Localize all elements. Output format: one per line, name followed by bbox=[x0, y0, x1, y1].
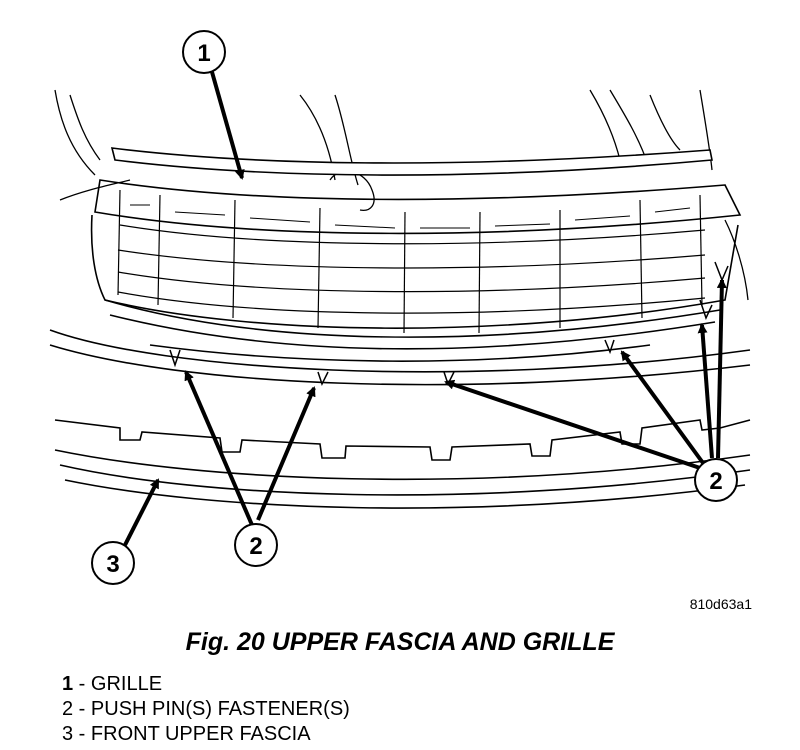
svg-text:2: 2 bbox=[249, 533, 262, 560]
svg-text:3: 3 bbox=[106, 551, 119, 578]
leader-3 bbox=[123, 478, 160, 546]
legend-number: 3 bbox=[62, 723, 74, 745]
figure-id: 810d63a1 bbox=[689, 596, 752, 612]
leader-1 bbox=[210, 71, 245, 180]
callout-2-right: 2 bbox=[694, 458, 738, 502]
leader-2-left-a bbox=[184, 370, 254, 526]
grille bbox=[90, 147, 742, 362]
svg-text:1: 1 bbox=[197, 40, 210, 67]
figure-caption: Fig. 20 UPPER FASCIA AND GRILLE bbox=[185, 628, 615, 656]
leader-2-right-a bbox=[444, 379, 701, 470]
legend-label: PUSH PIN(S) FASTENER(S) bbox=[90, 698, 350, 720]
legend-number: 1 bbox=[62, 673, 74, 695]
leader-arrows bbox=[123, 71, 727, 546]
grille-diagram: 1 2 2 3 bbox=[49, 30, 751, 585]
callout-3: 3 bbox=[91, 541, 135, 585]
legend-separator: - bbox=[73, 698, 91, 720]
legend-item-push-pin: 2 - PUSH PIN(S) FASTENER(S) bbox=[62, 697, 350, 722]
front-upper-fascia bbox=[49, 329, 751, 509]
legend-label: GRILLE bbox=[90, 673, 163, 695]
leader-2-left-b bbox=[256, 386, 316, 521]
callout-2-bottom: 2 bbox=[234, 523, 278, 567]
svg-text:2: 2 bbox=[709, 468, 722, 495]
leader-2-right-b bbox=[620, 350, 705, 465]
legend-separator: - bbox=[73, 673, 91, 695]
leader-2-right-c bbox=[697, 323, 714, 459]
legend-label: FRONT UPPER FASCIA bbox=[90, 723, 311, 745]
engine-compartment bbox=[54, 89, 749, 301]
callout-1: 1 bbox=[182, 30, 226, 74]
legend-item-grille: 1 - GRILLE bbox=[62, 672, 350, 697]
legend-item-fascia: 3 - FRONT UPPER FASCIA bbox=[62, 722, 350, 747]
legend-number: 2 bbox=[62, 698, 74, 720]
legend: 1 - GRILLE 2 - PUSH PIN(S) FASTENER(S) 3… bbox=[62, 672, 350, 747]
legend-separator: - bbox=[73, 723, 91, 745]
leader-2-right-d bbox=[716, 278, 727, 459]
